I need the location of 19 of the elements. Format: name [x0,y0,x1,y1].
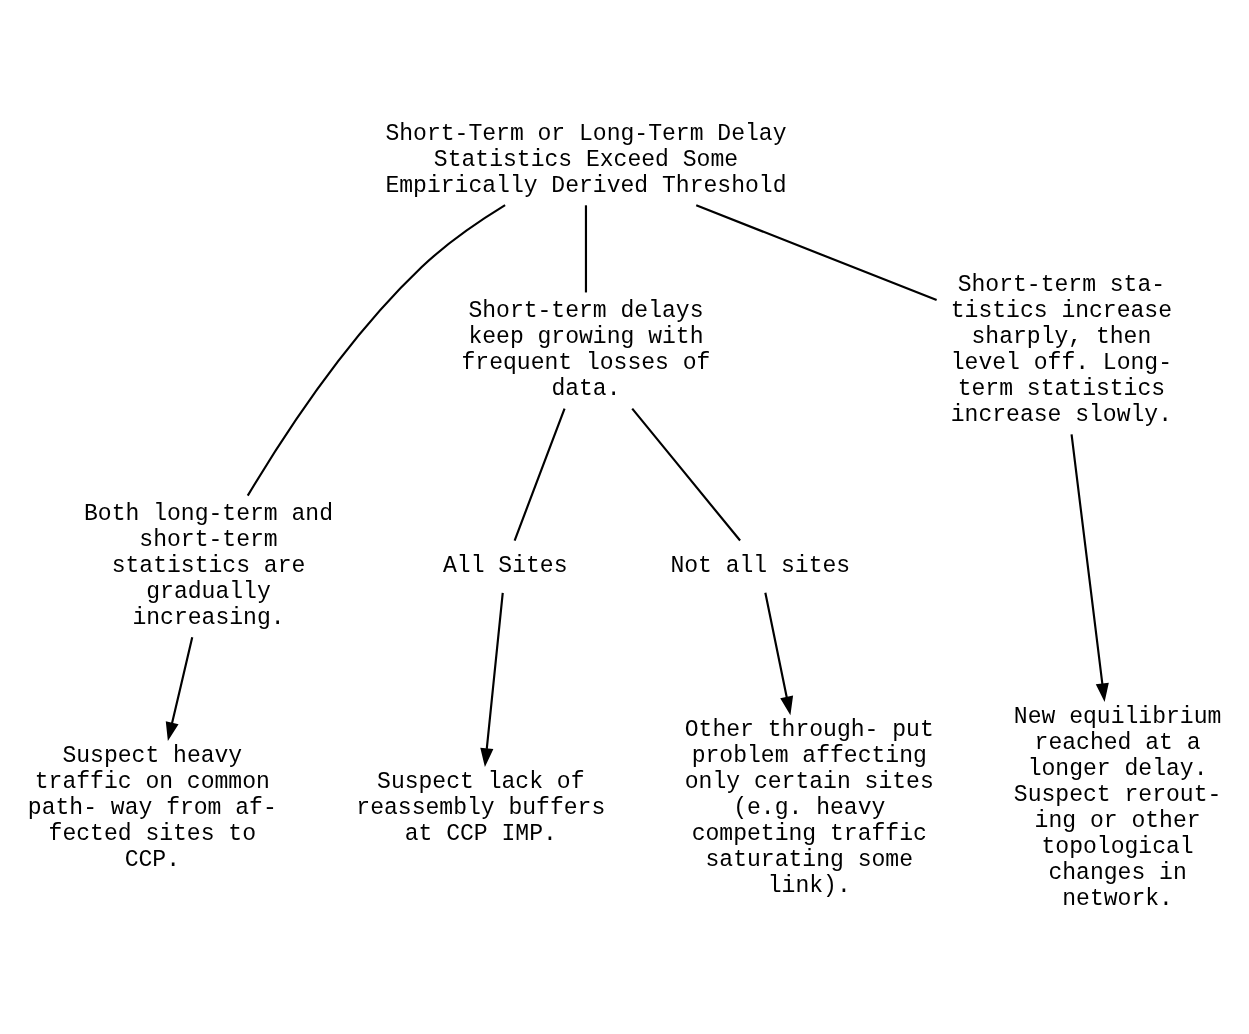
node-text: Not all sites [670,553,851,580]
node-text: Both long-term and short-term statistics are gradually increasing. [84,501,333,632]
node-text: Suspect heavy traffic on common path- way from af- fected sites to CCP. [27,743,277,874]
node-text: Suspect lack of reassembly buffers at CCP IMP. [356,769,606,848]
node-text: New equilibrium reached at a longer delay. Suspect rerout- ing or other topological changes in network. [1013,704,1222,912]
node-text: Short-term delays keep growing with frequent losses of data. [461,298,711,402]
connector [631,407,741,542]
node-text: Short-Term or Long-Term Delay Statistics Exceed Some Empirically Derived Threshold [385,120,787,199]
arrow [480,592,504,768]
node-text: All Sites [443,553,568,580]
node-text: Short-term sta- tistics increase sharply, then level off. Long- term statistics increase slowly. [950,272,1173,428]
connector [695,204,938,301]
connector [513,408,566,541]
connector [246,204,506,497]
arrow [1070,434,1109,703]
connector [584,205,588,293]
node-text: Other through- put problem affecting only certain sites (e.g. heavy competing traffic saturating some link). [684,717,934,900]
arrow [764,592,794,716]
arrow [165,637,194,742]
